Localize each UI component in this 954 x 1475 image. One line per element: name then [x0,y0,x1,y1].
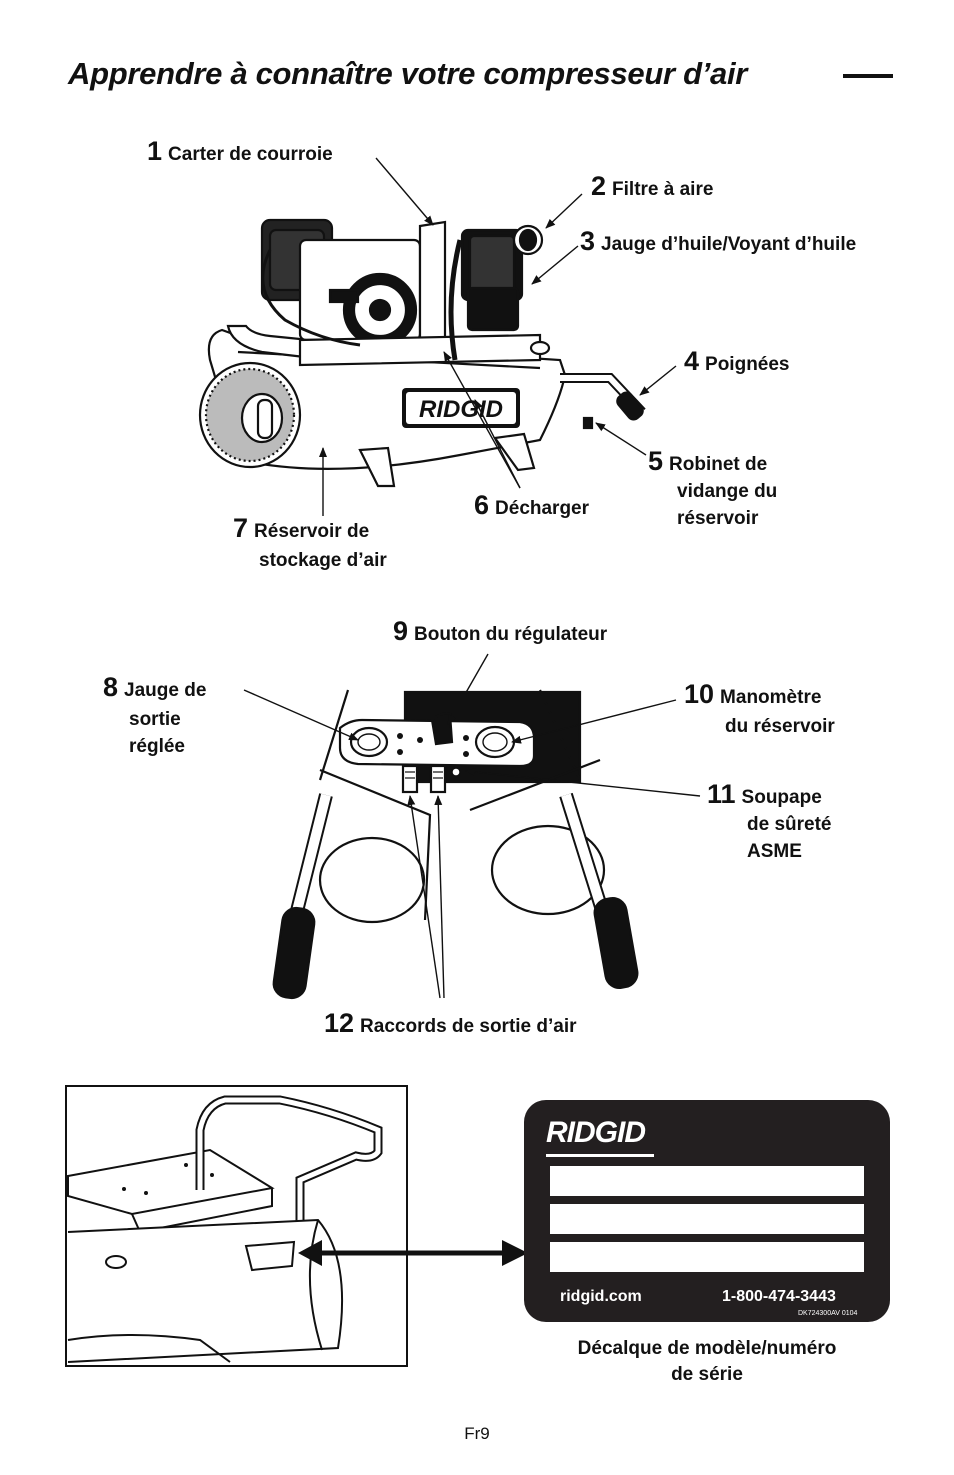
regulator-drawing [272,689,639,1000]
leader-line-3 [531,245,579,285]
leader-line-11 [465,767,701,797]
decal-website: ridgid.com [560,1288,642,1305]
title-rule [843,74,893,78]
double-arrow-icon [298,1240,528,1266]
leader-line-6b [474,399,521,489]
leader-line-5 [595,422,647,456]
leader-line-12a [407,795,441,999]
decal-logo: RIDGID [546,1116,646,1149]
decal-caption: Décalque de modèle/numéro de série [577,1338,837,1385]
decal-code: DK724300AV 0104 [798,1310,858,1317]
compressor-drawing [198,218,646,488]
decal-field-model [550,1166,864,1196]
decal-location-drawing [65,1085,408,1367]
page-number: Fr9 [464,1424,490,1443]
leader-line-12b [434,795,445,999]
decal-logo-underline [546,1154,654,1157]
leader-line-1 [375,157,434,226]
leader-line-4 [639,365,677,396]
leader-line-2 [545,193,583,229]
decal-field-extra [550,1242,864,1272]
leader-line-6a [443,351,521,489]
decal-field-serial [550,1204,864,1234]
leader-line-8 [243,689,359,741]
serial-decal: RIDGID ridgid.com 1-800-474-3443 DK72430… [524,1100,890,1322]
page-title: Apprendre à connaître votre compresseur … [68,56,748,91]
leader-line-9 [447,653,489,725]
tank-logo: RIDGID [402,388,520,428]
leader-line-10 [511,699,677,744]
decal-phone: 1-800-474-3443 [722,1288,836,1305]
tank-logo-text: RIDGID [419,396,503,423]
